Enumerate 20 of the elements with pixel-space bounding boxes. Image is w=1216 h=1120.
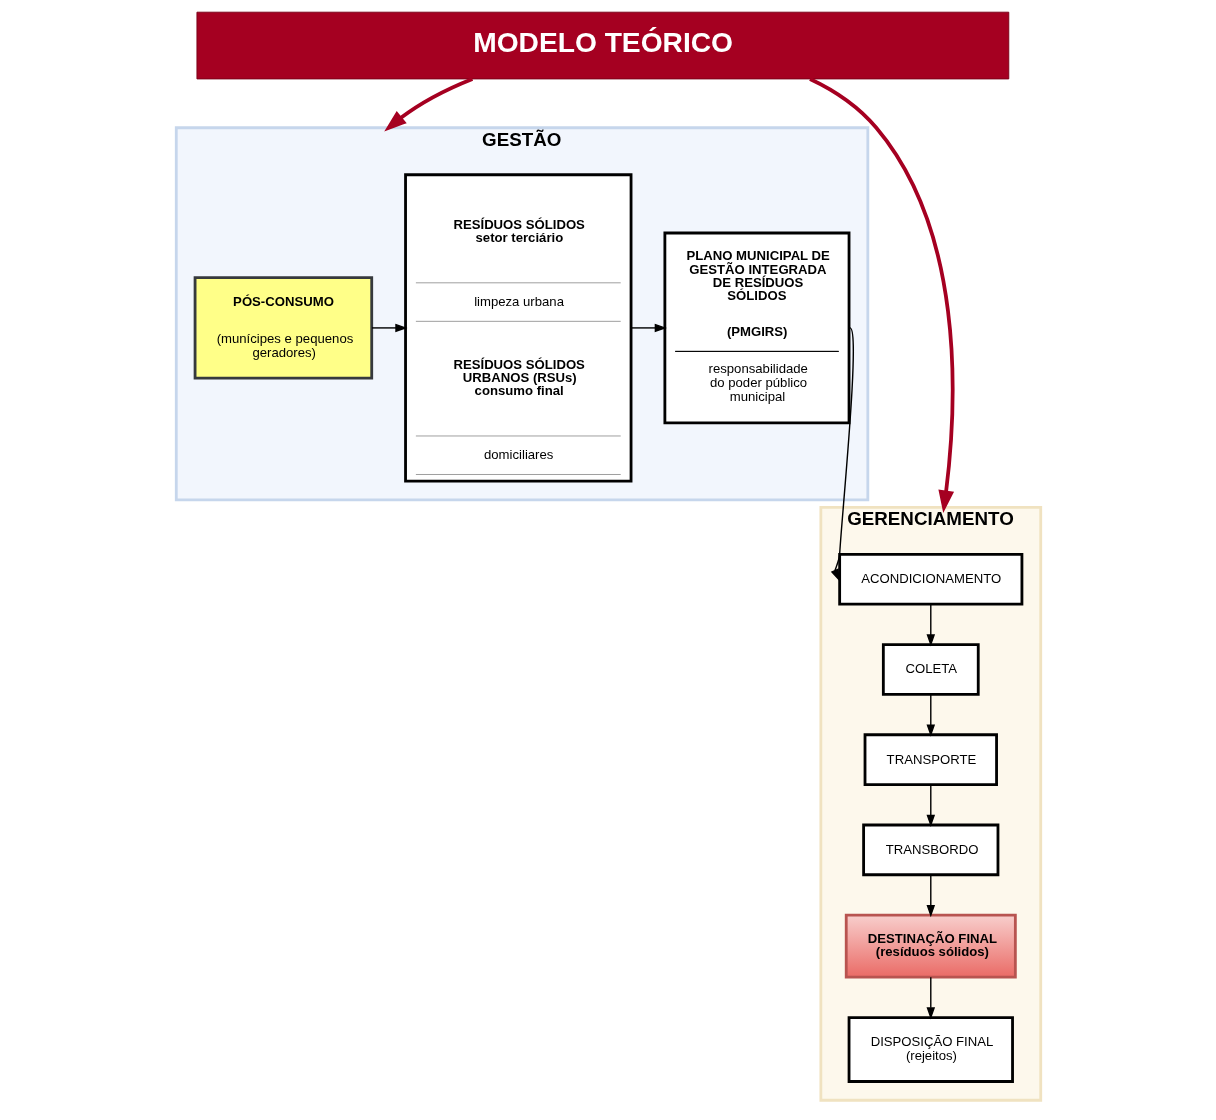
arrow: [808, 77, 954, 514]
node-box: DESTINAÇÃO FINAL (resíduos sólidos): [844, 913, 1017, 979]
arrow: [926, 693, 935, 737]
node-box: MODELO TEÓRICO: [196, 11, 1009, 80]
node-box: DISPOSIÇÃO FINAL (rejeitos): [847, 1016, 1014, 1083]
node-box: RESÍDUOS SÓLIDOS setor terciário limpeza urbana RESÍDUOS SÓLIDOS URBANOS (RSUs) consumo final domiciliares: [403, 173, 632, 483]
arrow: [370, 323, 407, 333]
node-box: COLETA: [881, 643, 980, 696]
arrow: [383, 77, 473, 132]
arrow: [926, 603, 935, 647]
node-box: TRANSBORDO: [861, 823, 999, 877]
node-box: PÓS-CONSUMO (munícipes e pequenos geradores): [193, 276, 373, 380]
node-box: ACONDICIONAMENTO: [837, 552, 1023, 606]
node-box: TRANSPORTE: [863, 733, 998, 786]
arrow: [830, 327, 854, 582]
arrow: [926, 784, 935, 827]
arrow: [629, 323, 667, 333]
arrow: [926, 976, 935, 1020]
node-box: PLANO MUNICIPAL DE GESTÃO INTEGRADA DE RESÍDUOS SÓLIDOS (PMGIRS) responsabilidade do poder público municipal: [662, 231, 850, 425]
arrow: [926, 874, 935, 918]
